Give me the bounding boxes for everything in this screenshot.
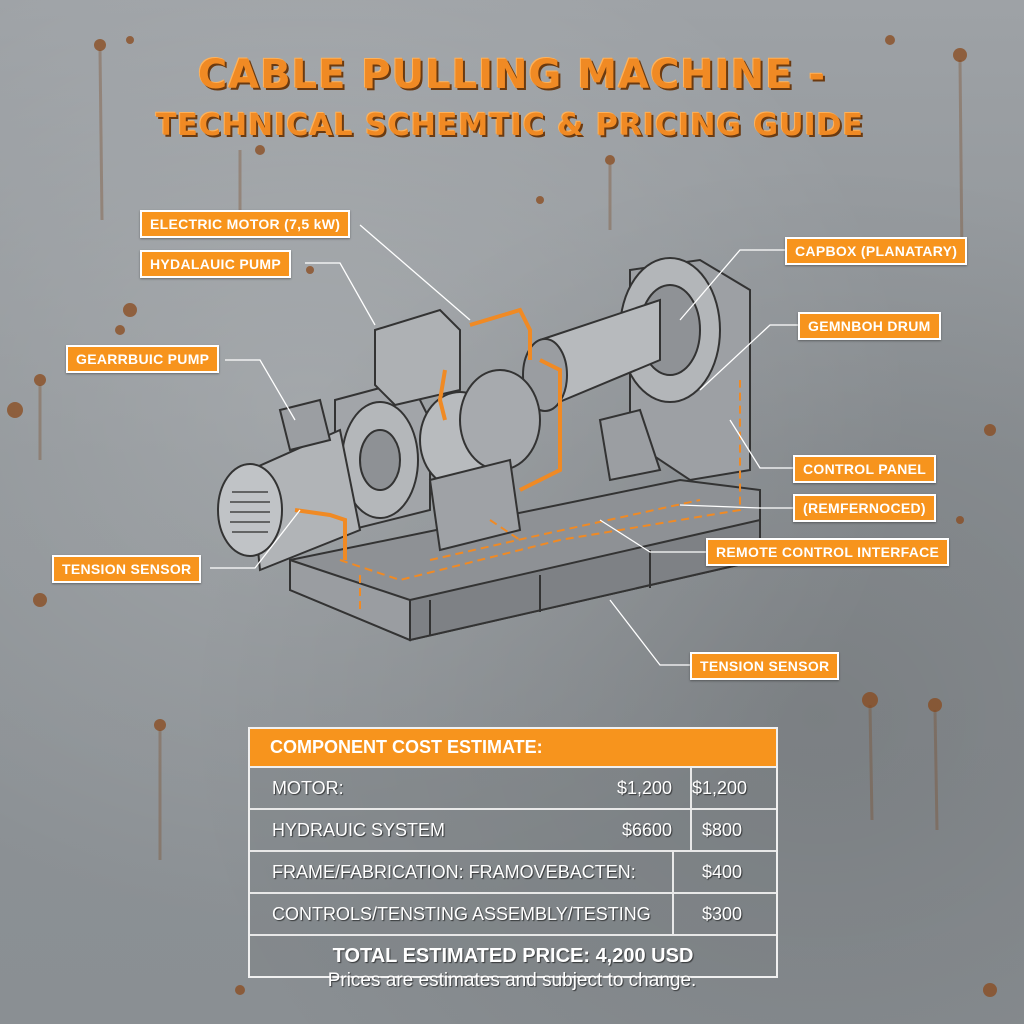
table-row: HYDRAUIC SYSTEM $6600 $800 <box>250 810 776 852</box>
label-tension-sensor-left: TENSION SENSOR <box>52 555 202 583</box>
label-tension-sensor-right: TENSION SENSOR <box>690 652 840 680</box>
table-row: CONTROLS/TENSTING ASSEMBLY/TESTING $300 <box>250 894 776 936</box>
hydraulic-lines <box>294 307 562 560</box>
total-price: TOTAL ESTIMATED PRICE: 4,200 USD <box>332 945 694 967</box>
machine-drawing <box>217 257 761 642</box>
label-reinforced: (REMFERNOCED) <box>793 494 936 522</box>
cost-table: COMPONENT COST ESTIMATE: MOTOR: $1,200 $… <box>248 727 778 978</box>
label-remote-control: REMOTE CONTROL INTERFACE <box>706 538 950 566</box>
label-capbox: CAPBOX (PLANATARY) <box>785 237 968 265</box>
table-row: FRAME/FABRICATION: FRAMOVEBACTEN: $400 <box>250 852 776 894</box>
label-drum: GEMNBOH DRUM <box>798 312 941 340</box>
row-item: FRAME/FABRICATION: FRAMOVEBACTEN: <box>272 861 636 882</box>
table-row: MOTOR: $1,200 $1,200 <box>250 768 776 810</box>
row-price-b: $300 <box>701 903 742 924</box>
row-price-a: $6600 <box>562 810 692 850</box>
row-price-b: $400 <box>701 861 742 882</box>
label-hydraulic-pump: HYDALAUIC PUMP <box>140 250 291 278</box>
label-gearbox-pump: GEARRBUIC PUMP <box>66 345 220 373</box>
row-price-a <box>672 894 674 934</box>
row-price-a: $1,200 <box>562 768 692 808</box>
row-item: MOTOR: <box>272 777 344 798</box>
footnote: Prices are estimates and subject to chan… <box>327 970 697 991</box>
leader-lines <box>210 224 800 666</box>
label-control-panel: CONTROL PANEL <box>793 455 937 483</box>
row-price-b: $1,200 <box>692 777 748 798</box>
cost-table-heading: COMPONENT COST ESTIMATE: <box>250 729 776 768</box>
row-price-a <box>672 852 674 892</box>
row-item: CONTROLS/TENSTING ASSEMBLY/TESTING <box>272 903 651 924</box>
control-wiring <box>339 380 741 610</box>
row-price-b: $800 <box>701 819 742 840</box>
title-line-2: TECHNICAL SCHEMTIC & PRICING GUIDE <box>155 108 865 143</box>
title-line-1: CABLE PULLING MACHINE - <box>197 52 827 98</box>
label-electric-motor: ELECTRIC MOTOR (7,5 kW) <box>140 210 351 238</box>
row-item: HYDRAUIC SYSTEM <box>272 819 446 840</box>
